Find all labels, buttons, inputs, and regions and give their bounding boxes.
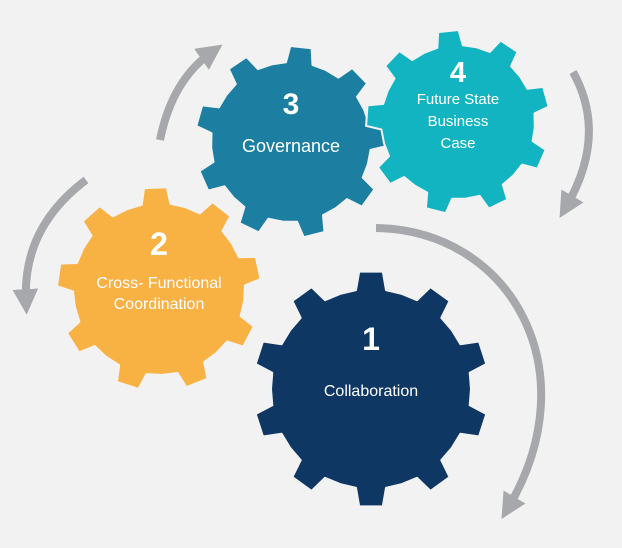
gear-label-line: Cross- Functional [96,275,221,292]
gear-label-line: Governance [242,136,340,156]
cycle-arrow-collaboration-loop [375,224,546,520]
gear-label-line: Case [440,135,475,152]
cycle-arrows [12,44,593,520]
gear-label-line: Coordination [114,296,205,313]
gear-label-line: Business [428,113,489,130]
gear-number: 2 [150,226,168,262]
gear-number: 4 [450,57,466,89]
gear-shape [56,186,262,390]
gear-shape [254,270,488,508]
cycle-arrow-future-state-to-collaboration [559,70,593,219]
cycle-arrow-to-coordination [12,176,89,315]
gear-label-line: Future State [417,91,500,108]
cycle-arrow-governance-to-future-state [156,44,223,141]
gear-shape [195,45,388,239]
gear-number: 3 [283,88,300,121]
gear-shape [365,29,550,215]
gear-number: 1 [362,321,380,357]
gear-label-line: Collaboration [324,383,418,400]
